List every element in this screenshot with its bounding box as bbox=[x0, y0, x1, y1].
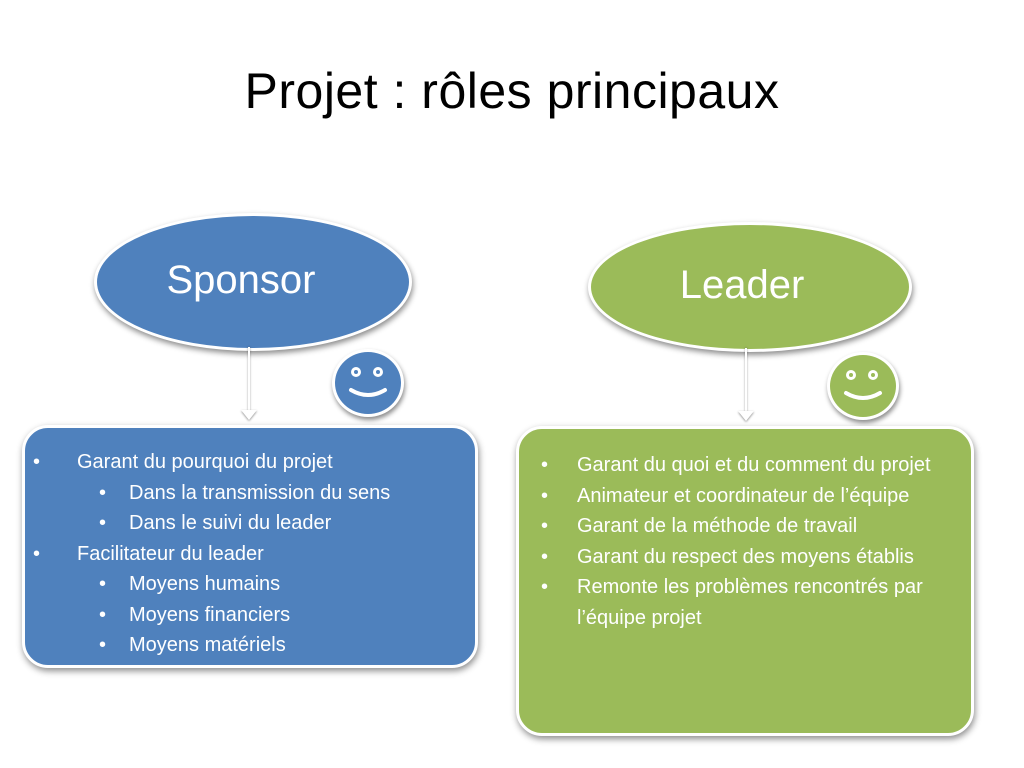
list-item: •Garant de la méthode de travail bbox=[519, 511, 971, 542]
bullet-icon: • bbox=[541, 484, 549, 507]
bullet-icon: • bbox=[99, 634, 107, 656]
sponsor-arrow-icon bbox=[241, 410, 257, 420]
bullet-icon: • bbox=[541, 454, 549, 476]
sponsor-list: •Garant du pourquoi du projet •Dans la t… bbox=[25, 447, 475, 661]
slide-title: Projet : rôles principaux bbox=[244, 63, 780, 119]
sponsor-smiley-icon bbox=[332, 349, 404, 417]
bullet-icon: • bbox=[99, 512, 107, 534]
list-item: •Animateur et coordinateur de l’équipe bbox=[519, 481, 971, 512]
list-item: •Garant du respect des moyens établis bbox=[519, 542, 971, 573]
bullet-icon: • bbox=[541, 515, 549, 537]
list-item: •Moyens financiers bbox=[25, 600, 475, 631]
list-item: •Dans le suivi du leader bbox=[25, 508, 475, 539]
list-item: •Moyens humains bbox=[25, 569, 475, 600]
leader-label: Leader bbox=[679, 262, 805, 307]
list-item: •Garant du quoi et du comment du projet bbox=[519, 450, 971, 481]
sponsor-ellipse: Sponsor bbox=[94, 213, 412, 351]
bullet-icon: • bbox=[541, 545, 549, 568]
list-item: •Garant du pourquoi du projet bbox=[25, 447, 475, 478]
bullet-icon: • bbox=[99, 573, 107, 595]
leader-responsibilities-box: •Garant du quoi et du comment du projet … bbox=[516, 426, 974, 736]
sponsor-label: Sponsor bbox=[166, 257, 316, 302]
bullet-icon: • bbox=[541, 576, 549, 598]
bullet-icon: • bbox=[99, 603, 107, 626]
list-item: •Moyens matériels bbox=[25, 630, 475, 661]
leader-list: •Garant du quoi et du comment du projet … bbox=[519, 450, 971, 633]
bullet-icon: • bbox=[33, 542, 41, 565]
sponsor-connector-line bbox=[248, 347, 250, 411]
leader-ellipse: Leader bbox=[588, 222, 912, 352]
list-item: •Dans la transmission du sens bbox=[25, 478, 475, 509]
leader-arrow-icon bbox=[738, 411, 754, 421]
bullet-icon: • bbox=[33, 451, 41, 473]
leader-connector-line bbox=[745, 348, 747, 412]
list-item: •Remonte les problèmes rencontrés par l’… bbox=[519, 572, 971, 633]
list-item: •Facilitateur du leader bbox=[25, 539, 475, 570]
bullet-icon: • bbox=[99, 481, 107, 504]
sponsor-responsibilities-box: •Garant du pourquoi du projet •Dans la t… bbox=[22, 425, 478, 668]
leader-smiley-icon bbox=[827, 352, 899, 420]
